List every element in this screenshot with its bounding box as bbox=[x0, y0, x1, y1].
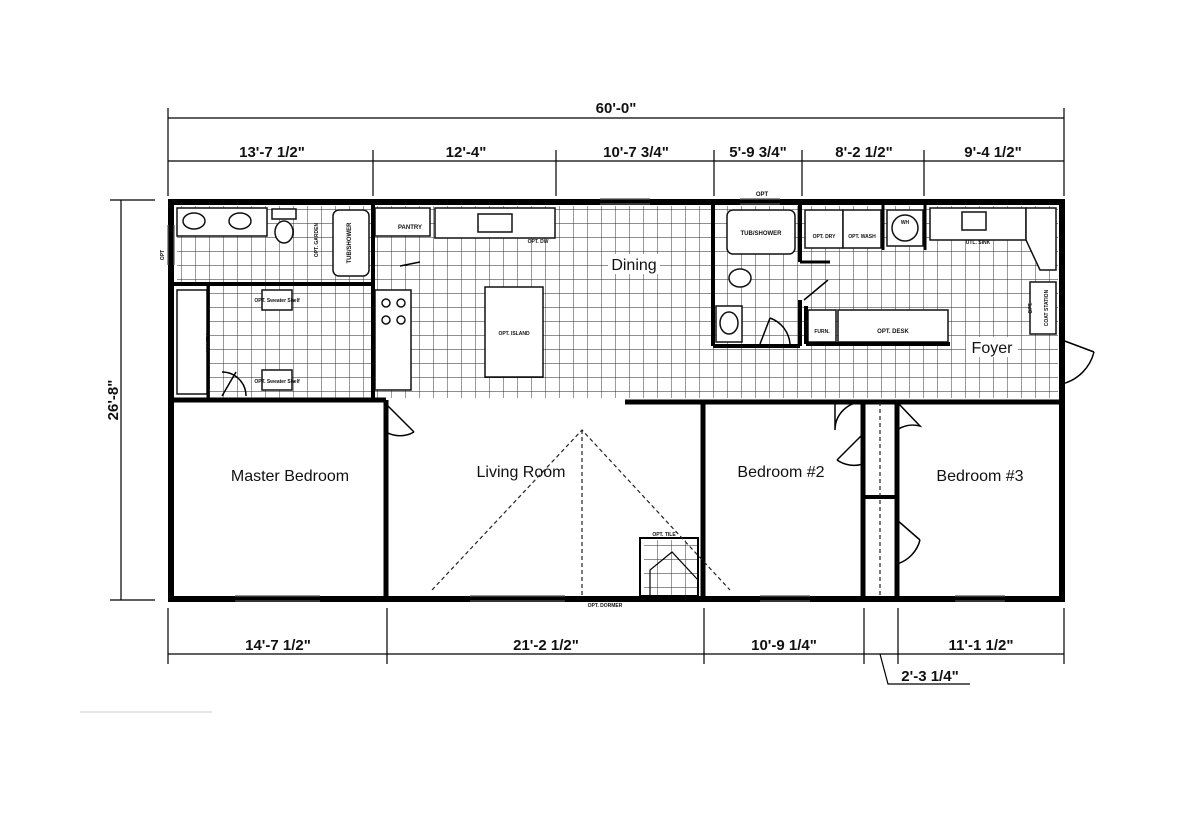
hall-width: 2'-3 1/4" bbox=[901, 668, 958, 685]
room-foyer: Foyer bbox=[972, 340, 1014, 357]
room-bedroom-3: Bedroom #3 bbox=[936, 468, 1023, 485]
label-sweater-shelf-2: OPT. Sweater Shelf bbox=[254, 379, 300, 385]
label-opt-island: OPT. ISLAND bbox=[498, 331, 530, 337]
label-opt-tile: OPT. TILE bbox=[652, 532, 676, 538]
room-bedroom-2: Bedroom #2 bbox=[737, 464, 824, 481]
label-opt-left: OPT bbox=[160, 250, 166, 260]
overall-depth: 26'-8" bbox=[105, 380, 122, 421]
dim-top-6: 9'-4 1/2" bbox=[964, 144, 1021, 161]
overall-width: 60'-0" bbox=[596, 100, 637, 117]
label-tub-shower-2: TUB/SHOWER bbox=[741, 231, 783, 237]
label-opt-garden: OPT. GARDEN bbox=[314, 223, 320, 258]
dimension-lines bbox=[110, 108, 1065, 685]
label-pantry: PANTRY bbox=[398, 225, 422, 231]
walls bbox=[168, 199, 1065, 602]
dim-top-1: 13'-7 1/2" bbox=[239, 144, 305, 161]
label-tub-shower-1: TUB/SHOWER bbox=[347, 222, 353, 264]
label-opt-wash: OPT. WASH bbox=[848, 234, 876, 240]
dim-top-2: 12'-4" bbox=[446, 144, 487, 161]
dim-bottom-2: 21'-2 1/2" bbox=[513, 637, 579, 654]
label-opt-dormer: OPT. DORMER bbox=[588, 603, 623, 609]
room-living-room: Living Room bbox=[477, 464, 566, 481]
label-opt-dry: OPT. DRY bbox=[813, 234, 837, 240]
label-opt-dw: OPT. DW bbox=[528, 239, 549, 245]
ceiling-lines bbox=[431, 402, 881, 598]
label-opt-coat: OPT. bbox=[1028, 302, 1034, 314]
doors bbox=[221, 261, 1095, 565]
label-coat-station: COAT STATION bbox=[1044, 289, 1050, 326]
dim-top-5: 8'-2 1/2" bbox=[835, 144, 892, 161]
label-opt-top: OPT bbox=[756, 192, 769, 198]
room-master-bedroom: Master Bedroom bbox=[231, 468, 349, 485]
dim-top-4: 5'-9 3/4" bbox=[729, 144, 786, 161]
windows bbox=[167, 198, 1005, 602]
stairs bbox=[649, 551, 699, 596]
label-opt-desk: OPT. DESK bbox=[877, 329, 909, 335]
label-furn: FURN. bbox=[814, 329, 830, 335]
room-dining: Dining bbox=[611, 257, 656, 274]
label-sweater-shelf-1: OPT. Sweater Shelf bbox=[254, 298, 300, 304]
label-wh: WH bbox=[901, 220, 910, 226]
label-util-sink: UTL. SINK bbox=[966, 240, 991, 246]
dim-bottom-4: 11'-1 1/2" bbox=[949, 637, 1014, 654]
label-vanity: VANITY bbox=[206, 333, 212, 352]
dim-top-3: 10'-7 3/4" bbox=[603, 144, 669, 161]
dim-bottom-1: 14'-7 1/2" bbox=[245, 637, 311, 654]
dim-bottom-3: 10'-9 1/4" bbox=[751, 637, 817, 654]
fixtures bbox=[176, 207, 1057, 395]
